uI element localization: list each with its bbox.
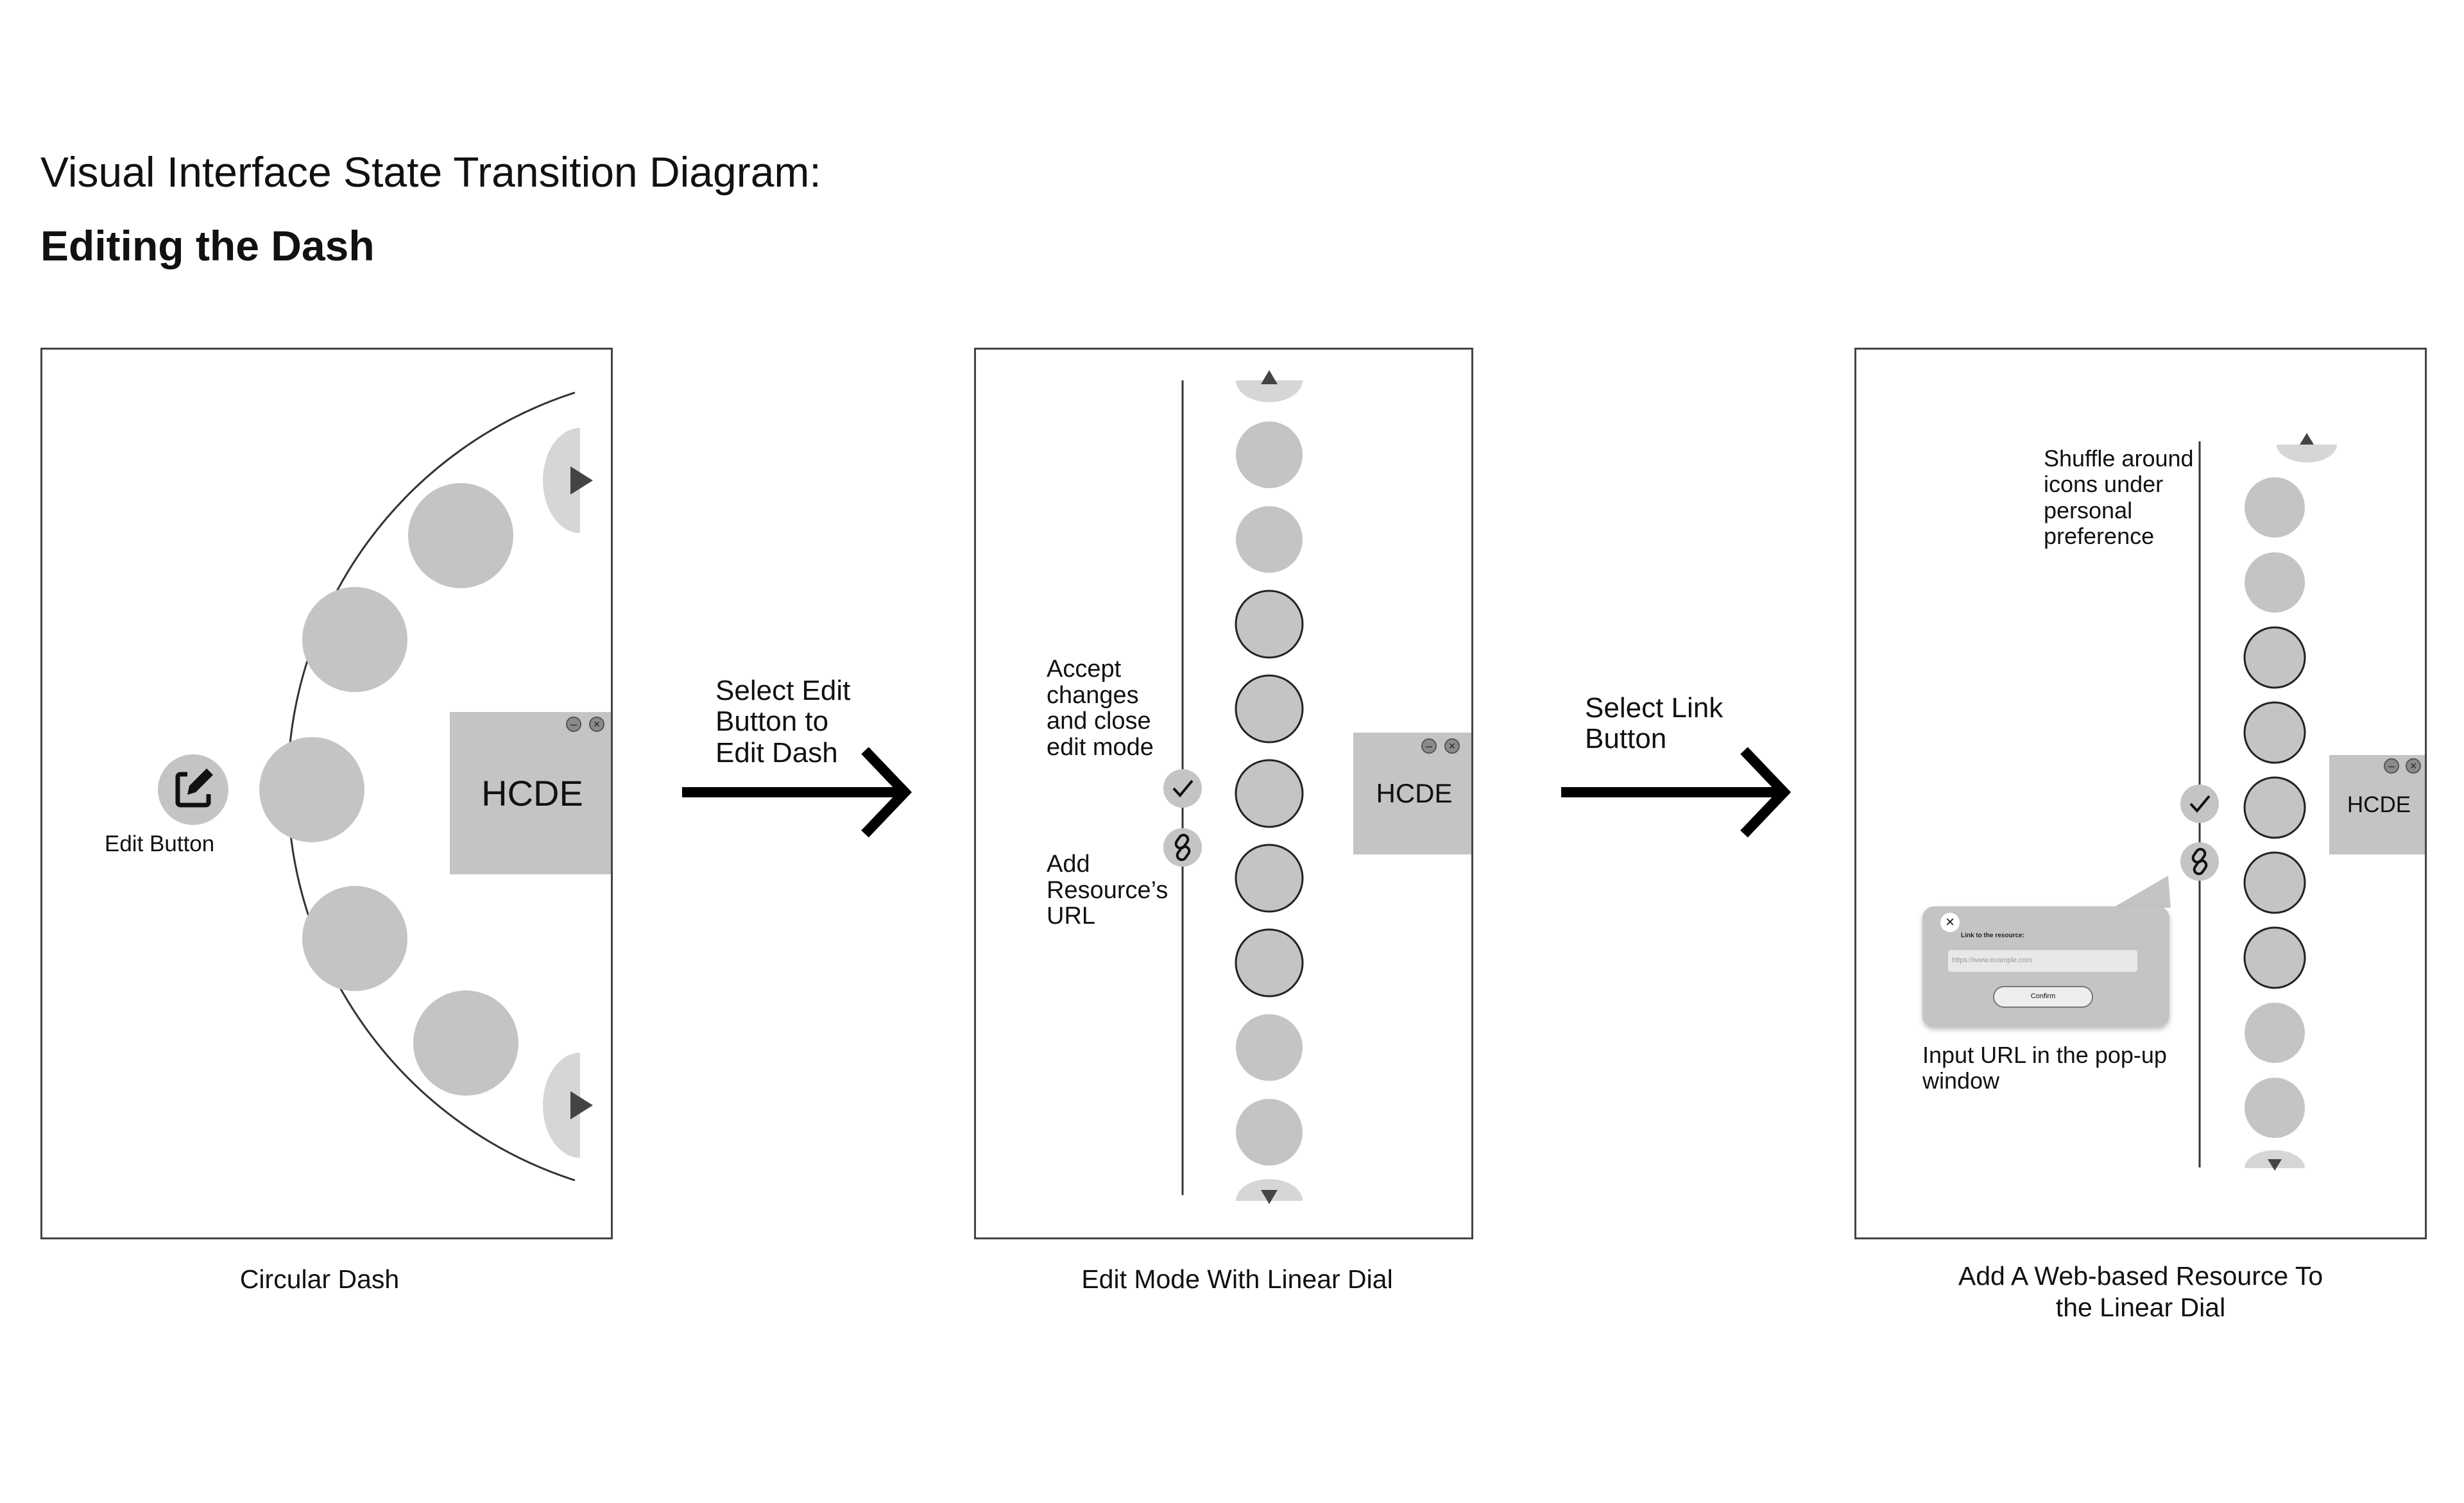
diagram-subtitle: Editing the Dash — [40, 222, 375, 269]
diagram-title: Visual Interface State Transition Diagra… — [40, 148, 821, 196]
dial-item-circle-selected — [2243, 926, 2306, 989]
dial-item-circle — [1236, 421, 1303, 488]
dial-item-circle — [1236, 1099, 1303, 1166]
state-circular-dash-caption: Circular Dash — [239, 1264, 400, 1294]
confirm-button[interactable]: Confirm — [1993, 986, 2093, 1008]
transition-2-label: Select Link Button — [1585, 692, 1724, 755]
scroll-up-half-circle — [2277, 445, 2337, 463]
popup-close-icon[interactable]: × — [1940, 913, 1960, 932]
url-input[interactable]: https://www.example.com — [1948, 950, 2137, 972]
linear-dial-drawing — [1163, 370, 1304, 1204]
state-add-resource-caption: Add A Web-based Resource To the Linear D… — [1958, 1261, 2323, 1323]
dial-item-circle — [413, 990, 518, 1096]
dial-item-circle — [1236, 506, 1303, 573]
edit-icon — [175, 768, 213, 808]
dial-item-circle-selected — [2243, 776, 2306, 839]
dial-item-circle-selected — [1235, 759, 1304, 828]
dial-item-circle — [259, 737, 364, 842]
dial-item-circle-selected — [1235, 674, 1304, 743]
link-icon — [2191, 847, 2208, 876]
scroll-up-half-circle — [1236, 380, 1303, 402]
accept-button[interactable] — [1163, 769, 1202, 808]
minimize-icon[interactable]: – — [2384, 758, 2399, 774]
triangle-down-icon — [2268, 1159, 2282, 1171]
hcde-label: HCDE — [481, 773, 583, 813]
state-edit-mode-caption: Edit Mode With Linear Dial — [1081, 1264, 1393, 1294]
minimize-icon[interactable]: – — [1421, 738, 1437, 754]
play-icon — [570, 466, 593, 495]
transition-2-arrow — [1561, 747, 1792, 838]
accept-button-circle — [1163, 769, 1202, 808]
edit-button[interactable] — [158, 754, 228, 825]
transition-1-label: Select Edit Button to Edit Dash — [715, 675, 851, 768]
state-circular-dash-panel: Edit Button HCDE – × — [40, 348, 613, 1239]
close-icon[interactable]: × — [589, 717, 604, 732]
hcde-label: HCDE — [1376, 778, 1453, 808]
dial-item-circle-selected — [2243, 851, 2306, 914]
dial-item-circle-selected — [2243, 626, 2306, 689]
hcde-widget[interactable]: HCDE — [450, 712, 611, 874]
accept-button[interactable] — [2180, 785, 2219, 823]
dial-item-circle-selected — [2243, 701, 2306, 764]
popup-note: Input URL in the pop-up window — [1922, 1042, 2167, 1094]
hcde-label: HCDE — [2347, 792, 2411, 817]
link-popup: × Link to the resource: https://www.exam… — [1922, 906, 2169, 1027]
link-note: Add Resource’s URL — [1047, 851, 1168, 930]
dial-item-circle — [1236, 1014, 1303, 1081]
dial-item-circle — [302, 587, 407, 692]
dial-item-circle-selected — [1235, 590, 1304, 659]
dial-item-circle-selected — [1235, 844, 1304, 913]
play-icon — [570, 1091, 593, 1119]
checkmark-icon — [1172, 779, 1194, 798]
popup-title: Link to the resource: — [1961, 932, 2024, 939]
edit-button-label: Edit Button — [105, 831, 215, 856]
dial-item-circle — [408, 483, 513, 588]
dial-item-circle — [2245, 1003, 2305, 1063]
scroll-up-half-circle — [543, 428, 580, 533]
transition-1-arrow — [682, 747, 912, 838]
dial-item-circle — [302, 886, 407, 991]
dial-item-circle-selected — [1235, 928, 1304, 998]
triangle-up-icon — [2300, 433, 2314, 445]
scroll-down-half-circle — [543, 1053, 580, 1158]
close-icon[interactable]: × — [2406, 758, 2421, 774]
minimize-icon[interactable]: – — [566, 717, 581, 732]
state-edit-mode-panel: Accept changes and close edit mode Add R… — [974, 348, 1473, 1239]
accept-note: Accept changes and close edit mode — [1047, 656, 1154, 761]
link-icon — [1174, 833, 1191, 862]
link-button[interactable] — [2180, 842, 2219, 881]
checkmark-icon — [2189, 795, 2211, 813]
dial-item-circle — [2245, 552, 2305, 613]
shuffle-note: Shuffle around icons under personal pref… — [2044, 445, 2194, 549]
dial-item-circle — [2245, 477, 2305, 538]
close-icon[interactable]: × — [1444, 738, 1460, 754]
triangle-up-icon — [1261, 370, 1278, 384]
accept-button-circle — [2180, 785, 2219, 823]
triangle-down-icon — [1261, 1190, 1278, 1204]
state-add-resource-panel: Shuffle around icons under personal pref… — [1854, 348, 2427, 1239]
dial-item-circle — [2245, 1078, 2305, 1138]
popup-tail — [2113, 876, 2171, 908]
link-button[interactable] — [1163, 828, 1202, 867]
circular-dash-drawing — [158, 391, 593, 1182]
linear-dial-drawing — [2113, 433, 2337, 1171]
